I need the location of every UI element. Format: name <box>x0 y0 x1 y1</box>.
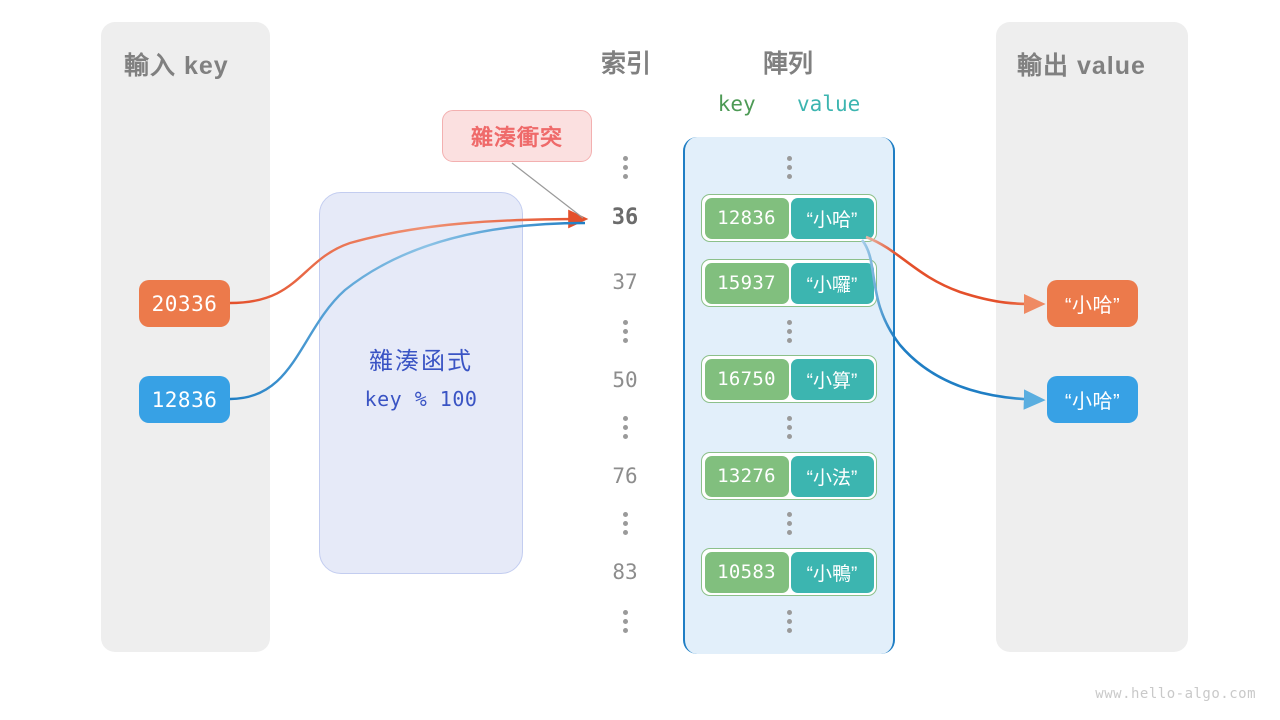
table-row[interactable]: 12836 “小哈” <box>701 194 877 242</box>
index-ellipsis-1 <box>619 320 631 347</box>
key-value-subheader: key value <box>683 92 895 116</box>
index-37[interactable]: 37 <box>612 270 638 294</box>
cell-key: 12836 <box>704 197 789 239</box>
table-row[interactable]: 13276 “小法” <box>701 452 877 500</box>
input-key-1[interactable]: 12836 <box>139 376 230 423</box>
index-ellipsis-4 <box>619 610 631 637</box>
output-value-1[interactable]: “小哈” <box>1047 376 1138 423</box>
hash-function-box: 雜湊函式 key % 100 <box>319 192 523 574</box>
index-ellipsis-2 <box>619 416 631 443</box>
input-panel <box>101 22 270 652</box>
output-value-0[interactable]: “小哈” <box>1047 280 1138 327</box>
cell-key: 15937 <box>704 262 789 304</box>
table-row[interactable]: 16750 “小算” <box>701 355 877 403</box>
index-ellipsis-0 <box>619 156 631 183</box>
index-76[interactable]: 76 <box>612 464 638 488</box>
output-panel-title: 輸出 value <box>1017 52 1146 80</box>
cell-value: “小鴨” <box>790 551 874 593</box>
array-ellipsis-1 <box>783 320 795 347</box>
array-ellipsis-4 <box>783 610 795 637</box>
index-ellipsis-3 <box>619 512 631 539</box>
index-83[interactable]: 83 <box>612 560 638 584</box>
cell-value: “小囉” <box>790 262 874 304</box>
cell-value: “小算” <box>790 358 874 400</box>
cell-key: 10583 <box>704 551 789 593</box>
index-36[interactable]: 36 <box>611 205 639 230</box>
index-column-header: 索引 <box>600 50 651 78</box>
input-key-0[interactable]: 20336 <box>139 280 230 327</box>
table-row[interactable]: 15937 “小囉” <box>701 259 877 307</box>
watermark: www.hello-algo.com <box>1095 686 1256 702</box>
key-subheader: key <box>717 92 756 116</box>
output-panel <box>996 22 1188 652</box>
value-subheader: value <box>797 92 861 116</box>
array-ellipsis-2 <box>783 416 795 443</box>
array-ellipsis-0 <box>783 156 795 183</box>
array-ellipsis-3 <box>783 512 795 539</box>
table-row[interactable]: 10583 “小鴨” <box>701 548 877 596</box>
cell-key: 13276 <box>704 455 789 497</box>
hash-function-title: 雜湊函式 <box>369 348 473 375</box>
cell-value: “小哈” <box>790 197 874 239</box>
cell-value: “小法” <box>790 455 874 497</box>
array-column-header: 陣列 <box>762 50 813 78</box>
hash-function-formula: key % 100 <box>364 387 478 411</box>
input-panel-title: 輸入 key <box>124 52 229 80</box>
cell-key: 16750 <box>704 358 789 400</box>
hash-collision-callout[interactable]: 雜湊衝突 <box>442 110 592 162</box>
index-50[interactable]: 50 <box>612 368 638 392</box>
